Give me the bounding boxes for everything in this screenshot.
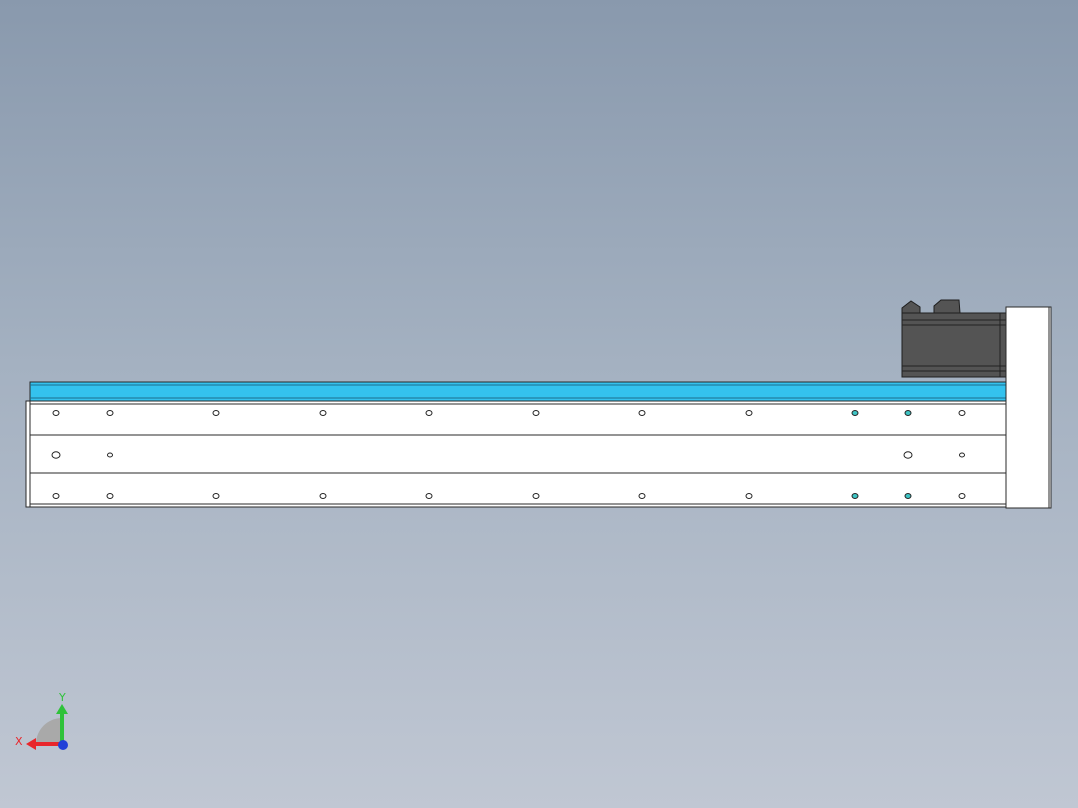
mounting-hole-top (425, 410, 433, 416)
linear-module[interactable] (25, 299, 1052, 509)
mounting-hole-bottom (638, 493, 646, 499)
mounting-hole-bottom (532, 493, 540, 499)
mounting-hole-top (904, 410, 912, 416)
end-cap (1005, 306, 1052, 509)
mounting-hole-bottom (904, 493, 912, 499)
y-axis-label: Y (58, 691, 66, 704)
mounting-holes (51, 410, 966, 499)
x-arrowhead (26, 738, 36, 750)
mounting-hole-top (212, 410, 220, 416)
mounting-hole-top (958, 410, 966, 416)
mounting-hole-top (52, 410, 60, 416)
mounting-hole-middle (959, 452, 965, 458)
mounting-hole-bottom (52, 493, 60, 499)
mounting-hole-middle (903, 451, 913, 459)
mounting-hole-bottom (851, 493, 859, 499)
mounting-hole-top (319, 410, 327, 416)
mounting-hole-top (106, 410, 114, 416)
motor-body (901, 312, 1007, 378)
z-axis-dot (58, 740, 68, 750)
mounting-hole-top (532, 410, 540, 416)
motor-connector-left (901, 300, 921, 314)
mounting-hole-middle (51, 451, 61, 459)
mounting-hole-bottom (319, 493, 327, 499)
triad-plane (36, 718, 62, 744)
x-axis-label: X (15, 735, 23, 748)
mounting-hole-bottom (958, 493, 966, 499)
y-arrowhead (56, 704, 68, 714)
coordinate-triad: Y X (15, 691, 68, 750)
module-body (25, 400, 1008, 508)
mounting-hole-bottom (212, 493, 220, 499)
mounting-hole-bottom (106, 493, 114, 499)
mounting-hole-bottom (745, 493, 753, 499)
mounting-hole-top (851, 410, 859, 416)
mounting-hole-top (745, 410, 753, 416)
mounting-hole-top (638, 410, 646, 416)
mounting-hole-middle (107, 452, 113, 458)
servo-motor[interactable] (901, 299, 1007, 378)
mounting-hole-bottom (425, 493, 433, 499)
motor-connector-right (933, 299, 961, 314)
